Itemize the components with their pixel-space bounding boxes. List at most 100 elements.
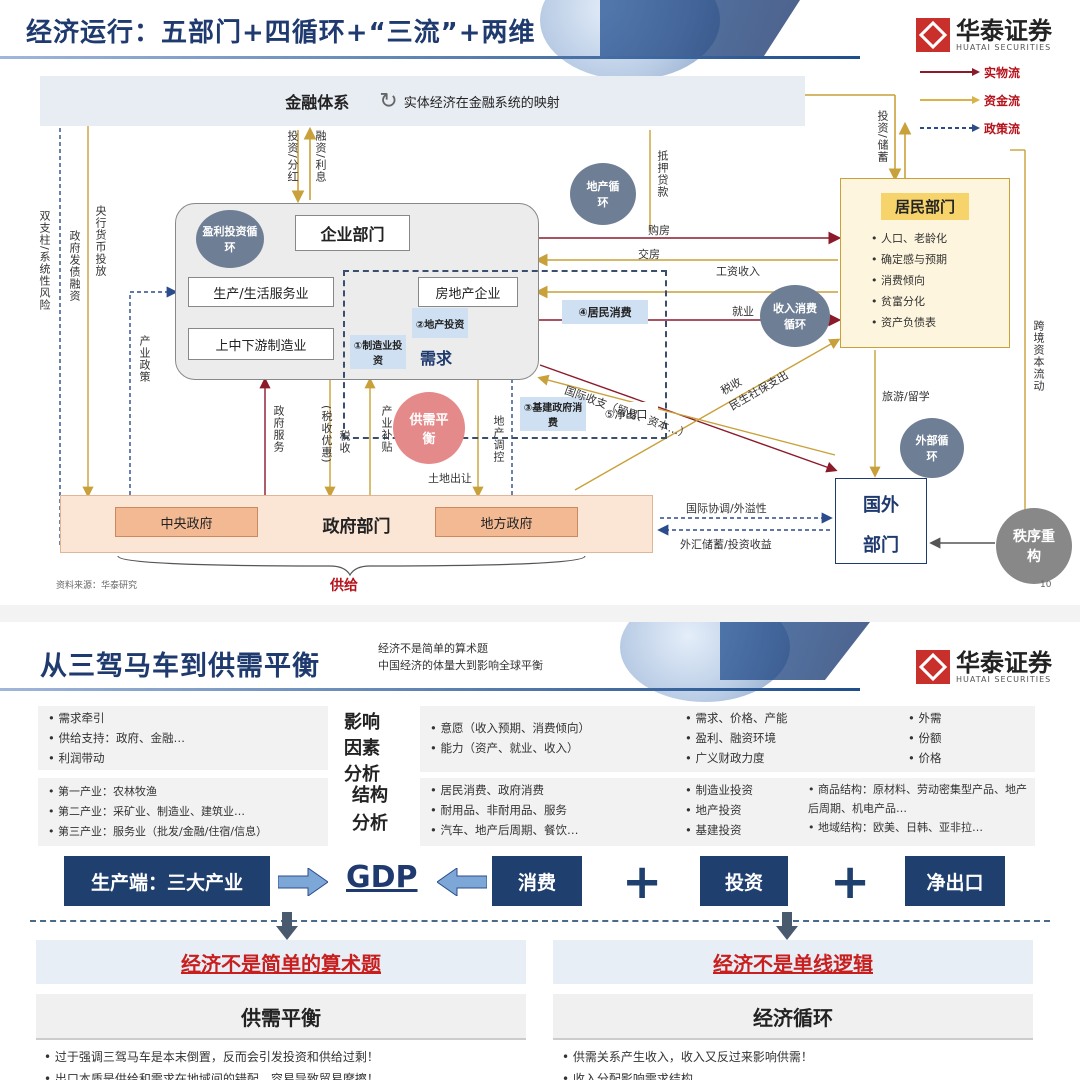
legend-line-icon [920, 96, 980, 104]
foreign-label: 部门 [863, 535, 899, 556]
supply-demand-circle: 供需平衡 [393, 392, 465, 464]
demand-manufacturing: ①制造业投资 [350, 335, 406, 369]
label-travel: 旅游/留学 [882, 390, 930, 403]
label-gov-bond: 政府发债融资 [68, 230, 81, 302]
list-item: 供需关系产生收入，收入又反过来影响供需！ [562, 1046, 813, 1068]
list-item: 商品结构：原材料、劳动密集型产品、地产后周期、机电产品… [808, 780, 1030, 818]
left-grey-title: 供需平衡 [36, 994, 526, 1040]
arrow-down-icon [276, 912, 298, 940]
list-item: 出口本质是供给和需求在地域间的错配，容易导致贸易摩擦！ [44, 1068, 379, 1080]
service-industry: 生产/生活服务业 [188, 277, 334, 307]
title-underline [0, 688, 860, 691]
legend-item: 资金流 [920, 86, 1040, 114]
list-item: 基建投资 [685, 820, 753, 840]
enterprise-label: 企业部门 [295, 215, 410, 251]
consume-box: 消费 [492, 856, 582, 906]
logo: 华泰证券 HUATAI SECURITIES [916, 650, 1052, 684]
local-government: 地方政府 [435, 507, 578, 537]
legend-label: 政策流 [984, 121, 1021, 136]
left-bottom-list: 过于强调三驾马车是本末倒置，反而会引发投资和供给过剩！ 出口本质是供给和需求在地… [44, 1046, 379, 1080]
finance-label: 金融体系 [285, 93, 350, 112]
logo-icon [916, 650, 950, 684]
left-factor-box: 需求牵引 供给支持：政府、金融… 利润带动 [38, 706, 328, 770]
right-grey-title: 经济循环 [553, 994, 1033, 1040]
foreign-sector: 国外 部门 [835, 478, 927, 564]
left-structure-list: 第一产业：农林牧渔 第二产业：采矿业、制造业、建筑业… 第三产业：服务业（批发/… [38, 782, 328, 842]
legend: 实物流 资金流 政策流 [920, 58, 1040, 142]
list-item: 收入分配影响需求结构 [562, 1068, 813, 1080]
struct-export-list: 商品结构：原材料、劳动密集型产品、地产后周期、机电产品… 地域结构：欧美、日韩、… [808, 780, 1030, 837]
slide-2: 从三驾马车到供需平衡 经济不是简单的算术题 中国经济的体量大到影响全球平衡 华泰… [0, 622, 1080, 1080]
source-note: 资料来源：华泰研究 [56, 581, 138, 591]
plus-sign: + [622, 854, 663, 910]
struct-consume-list: 居民消费、政府消费 耐用品、非耐用品、服务 汽车、地产后周期、餐饮… [430, 780, 578, 840]
legend-label: 实物流 [984, 65, 1021, 80]
household-item: 人口、老龄化 [871, 228, 1009, 249]
factor-title: 影响因素分析 [344, 712, 380, 785]
legend-label: 资金流 [984, 93, 1021, 108]
structure-title: 结构分析 [352, 785, 388, 834]
label-buy-house: 购房 [648, 224, 670, 237]
legend-item: 实物流 [920, 58, 1040, 86]
factor-export-list: 外需 份额 价格 [908, 708, 941, 768]
household-items: 人口、老龄化 确定感与预期 消费倾向 贫富分化 资产负债表 [841, 228, 1009, 333]
household-label: 居民部门 [881, 193, 969, 220]
label-intl-coord: 国际协调/外溢性 [686, 502, 767, 515]
label-gov-service: 政府服务 [272, 405, 285, 453]
page-title: 从三驾马车到供需平衡 [40, 651, 320, 682]
demand-netexport: ⑤净出口 [594, 402, 658, 426]
label-industry-subsidy: 产业补贴 [380, 405, 393, 453]
demand-label: 需求 [420, 349, 453, 368]
list-item: 份额 [908, 728, 941, 748]
logo-subtext: HUATAI SECURITIES [956, 674, 1052, 684]
realestate-enterprise: 房地产企业 [418, 277, 518, 307]
label-employment: 就业 [732, 305, 754, 318]
label-industry-policy: 产业政策 [138, 335, 151, 383]
label-mortgage: 抵押贷款 [656, 150, 669, 198]
arrow-left-icon [437, 868, 487, 896]
list-item: 第二产业：采矿业、制造业、建筑业… [48, 802, 328, 822]
subtitle-line: 中国经济的体量大到影响全球平衡 [378, 659, 543, 672]
plus-sign: + [830, 854, 871, 910]
legend-item: 政策流 [920, 114, 1040, 142]
list-item: 居民消费、政府消费 [430, 780, 578, 800]
label-financing: 融资/利息 [314, 130, 327, 183]
household-item: 资产负债表 [871, 312, 1009, 333]
manufacturing: 上中下游制造业 [188, 328, 334, 360]
netexport-box: 净出口 [905, 856, 1005, 906]
left-red-title: 经济不是简单的算术题 [36, 940, 526, 984]
arrow-down-icon [776, 912, 798, 940]
page-number: 10 [1040, 580, 1052, 590]
list-item: 地产投资 [685, 800, 753, 820]
list-item: 汽车、地产后周期、餐饮… [430, 820, 578, 840]
list-item: 地域结构：欧美、日韩、亚非拉… [808, 818, 1030, 837]
label-invest-dividend: 投资/分红 [286, 130, 299, 183]
right-bottom-list: 供需关系产生收入，收入又反过来影响供需！ 收入分配影响需求结构 [562, 1046, 813, 1080]
list-item: 能力（资产、就业、收入） [430, 738, 590, 758]
left-factor-list: 需求牵引 供给支持：政府、金融… 利润带动 [38, 708, 328, 768]
order-restructure-circle: 秩序重构 [996, 508, 1072, 584]
household-item: 确定感与预期 [871, 249, 1009, 270]
income-consumption-circle: 收入消费循环 [760, 285, 830, 347]
label-land-sale: 土地出让 [428, 472, 472, 485]
list-item: 第一产业：农林牧渔 [48, 782, 328, 802]
list-item: 价格 [908, 748, 941, 768]
flow-lines [54, 94, 1026, 577]
label-central-bank: 央行货币投放 [94, 205, 107, 277]
label-double-pillar: 双支柱/系统性风险 [38, 210, 51, 311]
factor-consume-list: 意愿（收入预期、消费倾向） 能力（资产、就业、收入） [430, 718, 590, 758]
logo-text: 华泰证券 [956, 16, 1052, 45]
list-item: 制造业投资 [685, 780, 753, 800]
label-fx: 外汇储蓄/投资收益 [680, 538, 772, 551]
foreign-label: 国外 [863, 495, 899, 516]
label-wage: 工资收入 [716, 265, 760, 278]
demand-infrastructure: ③基建政府消费 [520, 397, 586, 431]
finance-note: 实体经济在金融系统的映射 [403, 95, 560, 111]
dashed-divider [30, 920, 1050, 922]
household-item: 贫富分化 [871, 291, 1009, 312]
left-structure-box: 第一产业：农林牧渔 第二产业：采矿业、制造业、建筑业… 第三产业：服务业（批发/… [38, 778, 328, 846]
logo-text: 华泰证券 [956, 648, 1052, 677]
list-item: 需求、价格、产能 [685, 708, 787, 728]
title-banner [600, 0, 800, 56]
list-item: 第三产业：服务业（批发/金融/住宿/信息） [48, 822, 328, 842]
